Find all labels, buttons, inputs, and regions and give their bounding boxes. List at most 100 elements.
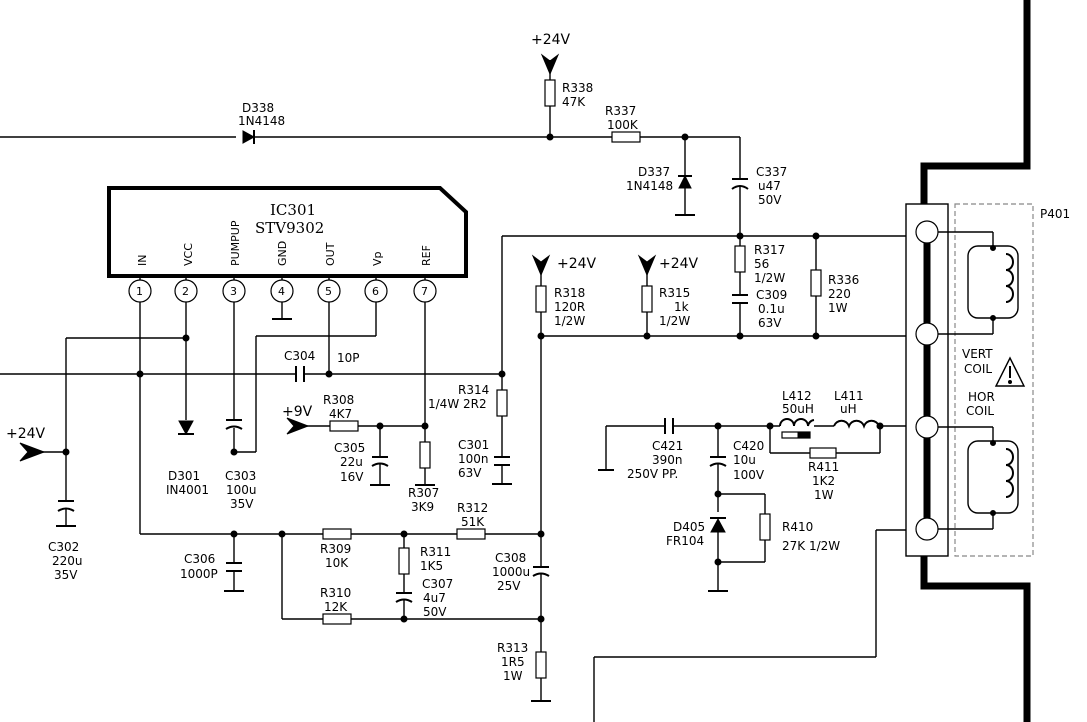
pin-label-3: PUMPUP — [229, 220, 242, 266]
d405-val: FR104 — [666, 534, 704, 548]
l412-inductor — [779, 418, 815, 427]
svg-text:3: 3 — [230, 285, 237, 298]
ic-pin-labels: IN VCC PUMPUP GND OUT Vp REF — [136, 220, 433, 266]
svg-text:4: 4 — [278, 285, 285, 298]
r312-val: 51K — [461, 515, 485, 529]
ic301: IC301 STV9302 — [107, 186, 468, 278]
r310-val: 12K — [324, 600, 348, 614]
ic-wiring — [0, 302, 506, 534]
l411-val: uH — [840, 402, 857, 416]
r410-val: 27K 1/2W — [782, 539, 840, 553]
d405-diode — [710, 517, 726, 533]
r336-ref: R336 — [828, 273, 859, 287]
c306-val: 1000P — [180, 567, 218, 581]
chassis-outline — [920, 0, 1031, 722]
v24-label-left: +24V — [6, 426, 46, 442]
l412-ref: L412 — [782, 389, 812, 403]
r309-val: 10K — [325, 556, 349, 570]
r314-resistor — [496, 389, 508, 417]
r314-val: 1/4W 2R2 — [428, 397, 487, 411]
c302-val: 220u — [52, 554, 83, 568]
svg-text:2: 2 — [182, 285, 189, 298]
c420-rating: 100V — [733, 468, 765, 482]
r315-ref: R315 — [659, 286, 690, 300]
r308-val: 4K7 — [329, 407, 352, 421]
l412-val: 50uH — [782, 402, 814, 416]
hor-coil-label-1: HOR — [968, 390, 995, 404]
r308-ref: R308 — [323, 393, 354, 407]
svg-text:7: 7 — [421, 285, 428, 298]
c305-ref: C305 — [334, 441, 365, 455]
r314-c301 — [492, 235, 924, 485]
r317-rating: 1/2W — [754, 271, 785, 285]
c421-ref: C421 — [652, 439, 683, 453]
d338-ref: D338 — [242, 101, 274, 115]
d301-diode — [178, 420, 194, 436]
r315-rating: 1/2W — [659, 314, 690, 328]
d337-diode — [678, 174, 692, 189]
r411-rating: 1W — [814, 488, 834, 502]
c421-rating: 250V PP. — [627, 467, 678, 481]
d405-ref: D405 — [673, 520, 705, 534]
r338-resistor — [544, 79, 556, 107]
c301-ref: C301 — [458, 438, 489, 452]
r336-val: 220 — [828, 287, 851, 301]
r317-ref: R317 — [754, 243, 785, 257]
c303-val: 100u — [226, 483, 257, 497]
r309-ref: R309 — [320, 542, 351, 556]
pin-label-1: IN — [136, 255, 149, 266]
d338-val: 1N4148 — [238, 114, 285, 128]
r312-ref: R312 — [457, 501, 488, 515]
c337-val: u47 — [758, 179, 781, 193]
c308-rating: 25V — [497, 579, 521, 593]
c421-val: 390n — [652, 453, 683, 467]
c337-rating: 50V — [758, 193, 782, 207]
r318-resistor — [535, 285, 547, 313]
r307-resistor — [419, 441, 431, 469]
pin-label-2: VCC — [182, 243, 195, 266]
r313-val: 1R5 — [501, 655, 525, 669]
vert-coil-label-1: VERT — [962, 347, 993, 361]
ic-name: IC301 — [270, 201, 316, 219]
l411-inductor — [833, 419, 880, 429]
r317-resistor — [734, 245, 746, 273]
c420-ref: C420 — [733, 439, 764, 453]
v24-label-top: +24V — [531, 32, 571, 48]
r312-resistor — [456, 528, 486, 540]
p401-ref: P401 — [1040, 207, 1070, 221]
p401-pin-4 — [915, 517, 939, 541]
r313-resistor — [535, 651, 547, 679]
p401-pin-1 — [915, 220, 939, 244]
c302-ref: C302 — [48, 540, 79, 554]
pin-label-7: REF — [420, 245, 433, 266]
r318-r315 — [531, 254, 924, 340]
ic-part: STV9302 — [255, 219, 324, 237]
r310-ref: R310 — [320, 586, 351, 600]
svg-text:1: 1 — [136, 285, 143, 298]
c303-rating: 35V — [230, 497, 254, 511]
c337-ref: C337 — [756, 165, 787, 179]
vert-coil — [967, 232, 1026, 387]
r337-val: 100K — [607, 118, 639, 132]
hor-coil — [967, 427, 1019, 529]
v24-label-r318: +24V — [557, 256, 597, 272]
l411-ref: L411 — [834, 389, 864, 403]
svg-text:5: 5 — [325, 285, 332, 298]
r314-ref: R314 — [458, 383, 489, 397]
r307-val: 3K9 — [411, 500, 434, 514]
r336-resistor — [810, 269, 822, 297]
pin-label-6: Vp — [371, 251, 384, 266]
r318-val: 120R — [554, 300, 585, 314]
c307-ref: C307 — [422, 577, 453, 591]
d338-diode — [242, 130, 256, 144]
r307-ref: R307 — [408, 486, 439, 500]
c309-rating: 63V — [758, 316, 782, 330]
c301-val: 100n — [458, 452, 489, 466]
r310-resistor — [322, 613, 352, 625]
vert-snubber — [732, 232, 822, 336]
c309-ref: C309 — [756, 288, 787, 302]
p401-pin-2 — [915, 322, 939, 346]
r337-ref: R337 — [605, 104, 636, 118]
v9-label: +9V — [282, 404, 313, 420]
